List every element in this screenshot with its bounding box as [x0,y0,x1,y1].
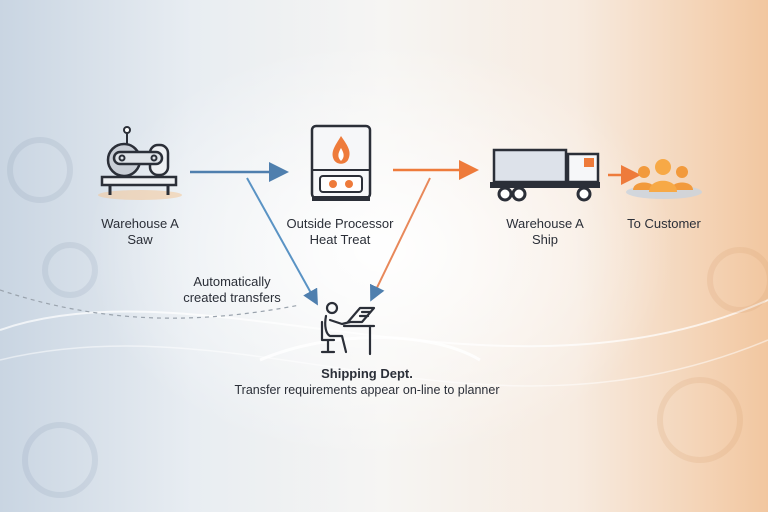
desk-worker-icon [320,301,376,356]
saw-label-line2: Saw [127,232,153,247]
arrow-to-shipping-blue [246,177,318,306]
shipping-dept-title: Shipping Dept. [321,366,413,381]
dashed-transfer-line [0,289,301,319]
annotation-line1: Automatically [193,274,271,289]
transfer-annotation: Automatically created transfers [183,274,281,306]
arrow-to-shipping-orange [370,177,431,302]
truck-icon [490,148,600,202]
customer-label-line1: To Customer [627,216,701,231]
customer-label: To Customer [627,216,701,232]
ship-label: Warehouse A Ship [506,216,584,248]
gear-icon [657,247,768,463]
saw-label: Warehouse A Saw [101,216,179,248]
shipping-dept-subtitle: Transfer requirements appear on-line to … [234,383,500,397]
heat-treat-label: Outside Processor Heat Treat [287,216,394,248]
heat-treat-label-line1: Outside Processor [286,216,394,231]
customers-icon [626,159,702,199]
heat-treat-label-line2: Heat Treat [309,232,371,247]
ship-label-line1: Warehouse A [506,216,584,231]
furnace-icon [310,124,372,201]
annotation-line2: created transfers [183,290,281,305]
saw-icon [98,126,182,200]
gear-icon [7,137,98,498]
shipping-dept-label: Shipping Dept. Transfer requirements app… [235,366,500,398]
ship-label-line2: Ship [531,232,559,247]
saw-label-line1: Warehouse A [101,216,179,231]
